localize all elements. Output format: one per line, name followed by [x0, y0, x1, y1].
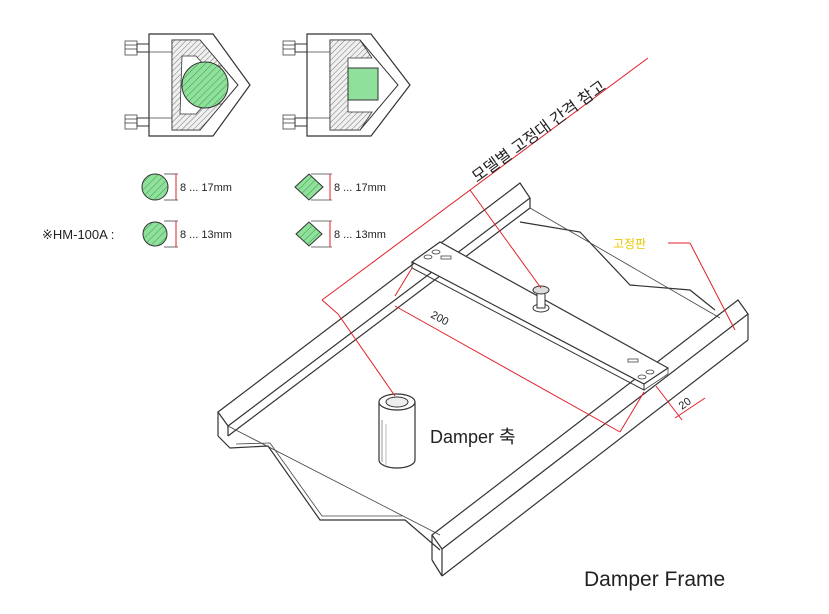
- hm-round-range-text: 8 ... 13mm: [180, 229, 232, 241]
- damper-shaft-icon: [378, 393, 416, 469]
- bolt-top-icon: [124, 40, 150, 56]
- dimension-200-label: 200: [429, 309, 451, 328]
- dimension-20-label: 20: [677, 396, 694, 413]
- round-range-text: 8 ... 17mm: [180, 182, 232, 194]
- frame-body: [217, 182, 749, 577]
- size-callout-round-1: 8 ... 17mm: [141, 173, 232, 201]
- size-callout-square-2: 8 ... 13mm: [295, 220, 386, 248]
- damper-shaft-label: Damper 축: [430, 427, 516, 447]
- bolt-bottom-icon: [282, 114, 308, 130]
- spacing-note: 모델별 고정대 간격 참고: [469, 77, 609, 186]
- dimension-lines: [321, 57, 736, 433]
- slot-right-icon: [627, 358, 655, 380]
- bolt-bottom-icon: [124, 114, 150, 130]
- plate-bolt-icon: [532, 285, 550, 313]
- clamp-round-shaft: [124, 33, 251, 137]
- square-range-text: 8 ... 17mm: [334, 182, 386, 194]
- bolt-top-icon: [282, 40, 308, 56]
- fixing-plate: [410, 241, 670, 391]
- size-callout-square-1: 8 ... 17mm: [294, 173, 386, 201]
- hm-square-range-text: 8 ... 13mm: [334, 229, 386, 241]
- hm-model-label: ※HM-100A :: [42, 227, 114, 242]
- clamp-square-shaft: [282, 33, 411, 137]
- diagram-title: Damper Frame: [584, 568, 725, 591]
- fixing-plate-label: 고정판: [613, 237, 646, 251]
- slot-left-icon: [423, 249, 452, 260]
- size-callout-round-2: 8 ... 13mm: [142, 220, 232, 248]
